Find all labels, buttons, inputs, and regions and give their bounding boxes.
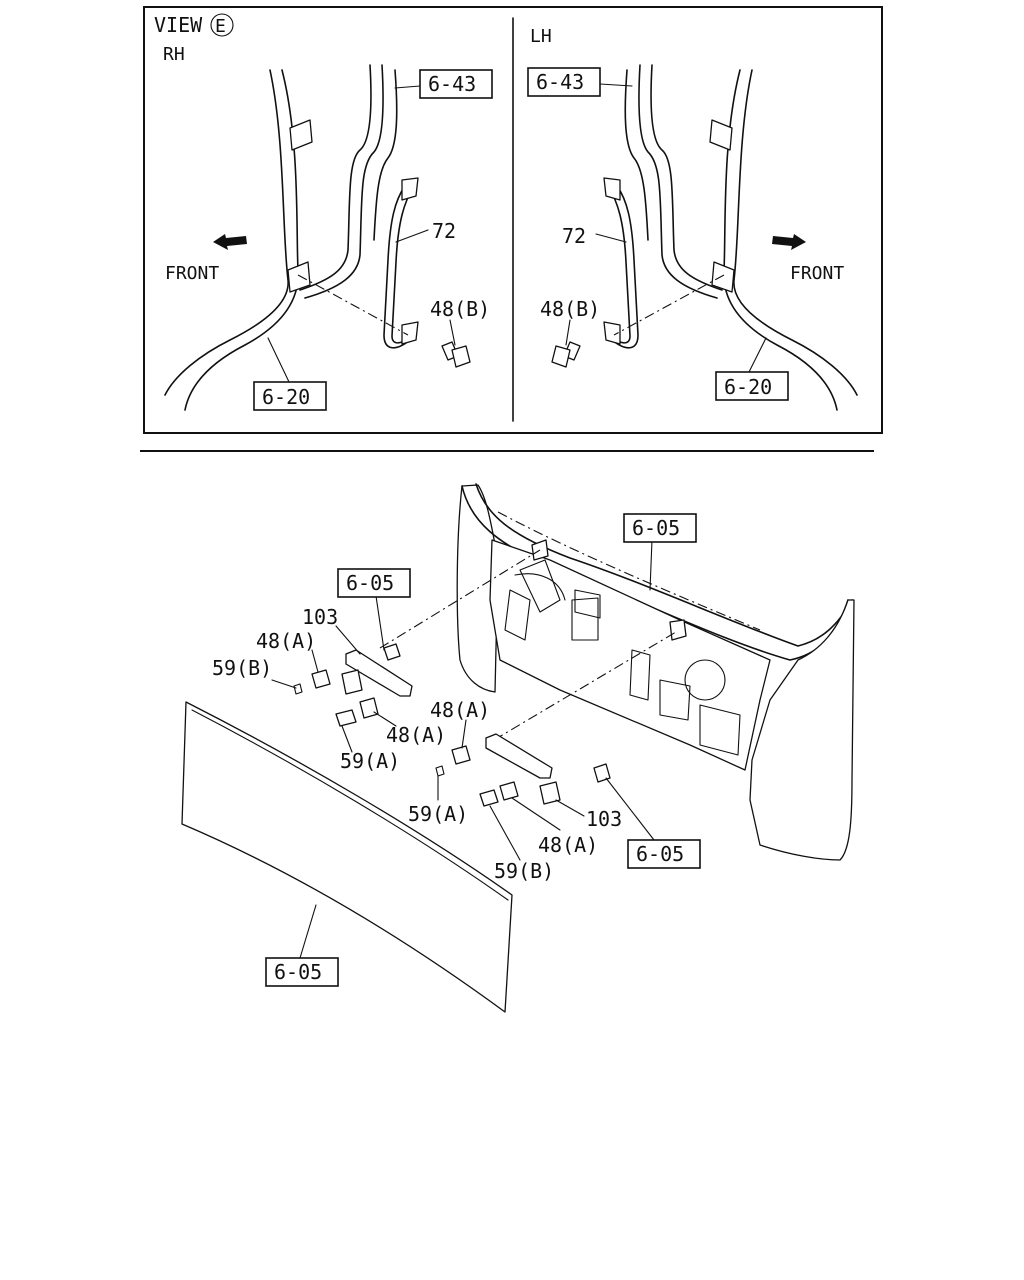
p59b-left-label: 59(B) bbox=[212, 656, 272, 680]
lh-front-arrow-icon bbox=[772, 234, 806, 250]
lh-ref-lower: 6-20 bbox=[724, 375, 772, 399]
p59b-right-label: 59(B) bbox=[494, 859, 554, 883]
left-bracket-ref-box bbox=[337, 568, 411, 598]
p103-left-label: 103 bbox=[302, 605, 338, 629]
panel-ref-label: 6-05 bbox=[274, 960, 322, 984]
panel-ref-box bbox=[265, 957, 339, 987]
p59a-left-label: 59(A) bbox=[340, 749, 400, 773]
lh-front-label: FRONT bbox=[790, 263, 844, 284]
right-bracket-ref-box bbox=[627, 839, 701, 869]
lh-ref-lower-box bbox=[715, 371, 789, 401]
rh-part-bar-label: 72 bbox=[432, 219, 456, 243]
rh-ref-lower: 6-20 bbox=[262, 385, 310, 409]
lh-part-bolt-label: 48(B) bbox=[540, 297, 600, 321]
main-leaders bbox=[271, 539, 655, 959]
p103-right-label: 103 bbox=[586, 807, 622, 831]
right-bracket-ref-label: 6-05 bbox=[636, 842, 684, 866]
lh-panel-drawing bbox=[551, 64, 858, 411]
p48a-left-top-label: 48(A) bbox=[256, 629, 316, 653]
front-panel-drawing bbox=[181, 701, 513, 1013]
rh-ref-lower-box bbox=[253, 381, 327, 411]
p48a-right-top-label: 48(A) bbox=[430, 698, 490, 722]
view-letter-circle bbox=[210, 13, 234, 37]
rh-ref-upper-box bbox=[419, 69, 493, 99]
lh-part-bar-label: 72 bbox=[562, 224, 586, 248]
cab-ref-label: 6-05 bbox=[632, 516, 680, 540]
rh-side-label: RH bbox=[163, 44, 185, 65]
rh-front-label: FRONT bbox=[165, 263, 219, 284]
lh-side-label: LH bbox=[530, 26, 552, 47]
cab-ref-box bbox=[623, 513, 697, 543]
detail-frame bbox=[143, 6, 883, 434]
view-letter: E bbox=[215, 16, 226, 37]
rh-panel-drawing bbox=[164, 64, 471, 411]
rh-part-bolt-label: 48(B) bbox=[430, 297, 490, 321]
p48a-left-bottom-label: 48(A) bbox=[386, 723, 446, 747]
p48a-right-bottom-label: 48(A) bbox=[538, 833, 598, 857]
p59a-right-label: 59(A) bbox=[408, 802, 468, 826]
right-bracket-assembly bbox=[435, 733, 611, 807]
lh-ref-upper: 6-43 bbox=[536, 70, 584, 94]
lh-ref-upper-box bbox=[527, 67, 601, 97]
left-bracket-assembly bbox=[293, 643, 413, 727]
rh-ref-upper: 6-43 bbox=[428, 72, 476, 96]
view-title: VIEW bbox=[154, 13, 203, 37]
rh-front-arrow-icon bbox=[213, 234, 247, 250]
left-bracket-ref-label: 6-05 bbox=[346, 571, 394, 595]
